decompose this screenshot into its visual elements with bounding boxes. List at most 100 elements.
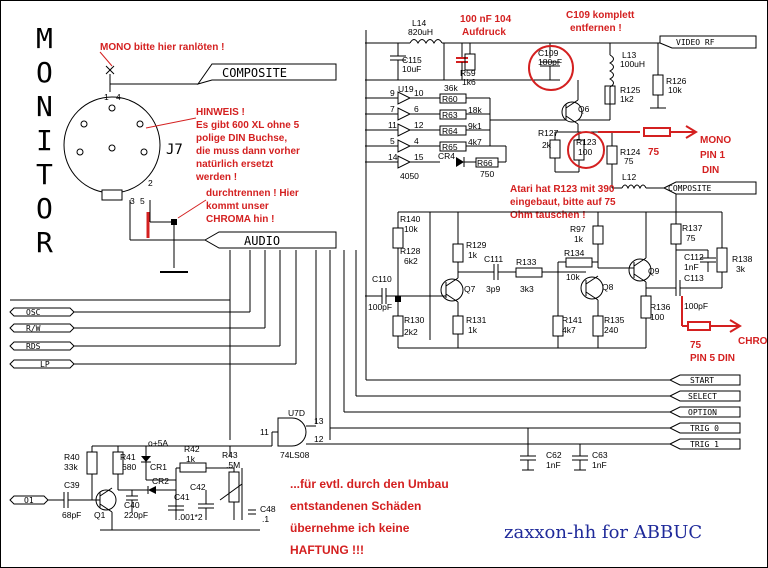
option-text: OPTION bbox=[688, 408, 717, 417]
mono-pin-note: DIN bbox=[702, 165, 719, 176]
disclaimer-line: ...für evtl. durch den Umbau bbox=[290, 477, 449, 491]
pin-label: 14 bbox=[388, 152, 398, 162]
mono-pin-note: MONO bbox=[700, 135, 731, 146]
r65-label: R65 bbox=[442, 142, 458, 152]
chroma-pin-note: PIN 5 DIN bbox=[690, 353, 735, 364]
r40-value: 33k bbox=[64, 462, 78, 472]
cut-line: durchtrennen ! Hier bbox=[206, 188, 299, 199]
trig0-text: TRIG 0 bbox=[690, 424, 719, 433]
r97-value: 1k bbox=[574, 234, 584, 244]
r127-label: R127 bbox=[538, 128, 559, 138]
c111-label: C111 bbox=[484, 254, 503, 264]
composite-connector: COMPOSITE bbox=[110, 63, 337, 85]
c40-label: C40 bbox=[124, 500, 140, 510]
r63-label: R63 bbox=[442, 110, 458, 120]
osc-text: OSC bbox=[26, 308, 41, 317]
monitor-letter: N bbox=[36, 90, 53, 123]
r137-value: 75 bbox=[686, 233, 696, 243]
pin-label: 15 bbox=[414, 152, 424, 162]
c113-value: 100pF bbox=[684, 301, 708, 311]
q7-label: Q7 bbox=[464, 284, 476, 294]
video-rf-section: L14 820uH C115 10uF R59 1k6 C109 180pF L… bbox=[365, 18, 757, 195]
r59-label: R59 bbox=[460, 68, 476, 78]
c39-label: C39 bbox=[64, 480, 80, 490]
c62-label: C62 bbox=[546, 450, 562, 460]
r123-label: R123 bbox=[576, 137, 597, 147]
u7d-part: 74LS08 bbox=[280, 450, 310, 460]
chroma-section: R140 10k R128 6k2 C110 100pF R130 2k2 Q7… bbox=[365, 194, 768, 364]
pin-label: 5 bbox=[390, 136, 395, 146]
r137-label: R137 bbox=[682, 223, 703, 233]
c110-label: C110 bbox=[372, 274, 392, 284]
pin-label: 7 bbox=[390, 104, 395, 114]
r129-value: 1k bbox=[468, 250, 478, 260]
r123-note: Atari hat R123 mit 390 bbox=[510, 184, 615, 195]
audio-text: AUDIO bbox=[244, 234, 280, 248]
left-bus: OSC R/W RDS LP bbox=[9, 299, 296, 369]
c115-value: 10uF bbox=[402, 64, 421, 74]
monitor-letter: T bbox=[36, 158, 53, 191]
r138-label: R138 bbox=[732, 254, 753, 264]
monitor-letter: O bbox=[36, 192, 53, 225]
disclaimer: ...für evtl. durch den Umbau entstandene… bbox=[290, 477, 449, 557]
pin-label: 9 bbox=[390, 88, 395, 98]
hinweis-note: HINWEIS ! Es gibt 600 XL ohne 5 polige D… bbox=[195, 107, 300, 183]
r136-value: 100 bbox=[650, 312, 664, 322]
hinweis-line: werden ! bbox=[195, 172, 237, 183]
cr4-label: CR4 bbox=[438, 151, 455, 161]
hinweis-line: natürlich ersetzt bbox=[196, 159, 274, 170]
din-pin-label: 5 bbox=[140, 196, 145, 206]
trig-caps: C62 1nF C63 1nF bbox=[520, 428, 608, 471]
select-text: SELECT bbox=[688, 392, 717, 401]
mono-75-note: 75 bbox=[648, 147, 660, 158]
c112-label: C112 bbox=[684, 252, 704, 262]
c48-label: C48 bbox=[260, 504, 276, 514]
rds-text: RDS bbox=[26, 342, 41, 351]
pin-label: 13 bbox=[314, 416, 324, 426]
r41-label: R41 bbox=[120, 452, 136, 462]
u19-part: 4050 bbox=[400, 171, 419, 181]
r134-value: 10k bbox=[566, 272, 580, 282]
din-pin-label: 1 bbox=[104, 92, 109, 102]
cap-note: 100 nF 104 bbox=[460, 14, 512, 25]
c113-label: C113 bbox=[684, 273, 704, 283]
u19-label: U19 bbox=[398, 84, 414, 94]
r130-label: R130 bbox=[404, 315, 425, 325]
c110-value: 100pF bbox=[368, 302, 392, 312]
r131-label: R131 bbox=[466, 315, 487, 325]
l12-label: L12 bbox=[622, 172, 636, 182]
r41-value: 680 bbox=[122, 462, 136, 472]
r42-value: 1k bbox=[186, 454, 196, 464]
l14-label: L14 bbox=[412, 18, 426, 28]
l14-value: 820uH bbox=[408, 27, 433, 37]
trig1-text: TRIG 1 bbox=[690, 440, 719, 449]
plus5-label: o+5A bbox=[148, 438, 168, 448]
c39-value: 68pF bbox=[62, 510, 81, 520]
r124-label: R124 bbox=[620, 147, 641, 157]
rw-text: R/W bbox=[26, 324, 41, 333]
c109-note: entfernen ! bbox=[570, 23, 622, 34]
u7d-label: U7D bbox=[288, 408, 305, 418]
r60-value: 36k bbox=[444, 83, 458, 93]
r140-label: R140 bbox=[400, 214, 421, 224]
right-connectors: START SELECT OPTION TRIG 0 TRIG 1 bbox=[306, 374, 741, 450]
pin-label: 12 bbox=[414, 120, 424, 130]
c41-c42-value: .001*2 bbox=[178, 512, 203, 522]
pin-label: 11 bbox=[260, 427, 269, 437]
pin-label: 6 bbox=[414, 104, 419, 114]
c40-value: 220pF bbox=[124, 510, 148, 520]
r129-label: R129 bbox=[466, 240, 487, 250]
r128-value: 6k2 bbox=[404, 256, 418, 266]
r63-value: 18k bbox=[468, 105, 482, 115]
r126-value: 10k bbox=[668, 85, 682, 95]
r134-label: R134 bbox=[564, 248, 585, 258]
r123-note: Ohm tauschen ! bbox=[510, 210, 586, 221]
r133-label: R133 bbox=[516, 257, 537, 267]
disclaimer-line: übernehme ich keine bbox=[290, 521, 410, 535]
r43-value: .5M bbox=[226, 460, 240, 470]
monitor-letter: R bbox=[36, 226, 53, 259]
r125-value: 1k2 bbox=[620, 94, 634, 104]
disclaimer-line: entstandenen Schäden bbox=[290, 499, 421, 513]
r140-value: 10k bbox=[404, 224, 418, 234]
